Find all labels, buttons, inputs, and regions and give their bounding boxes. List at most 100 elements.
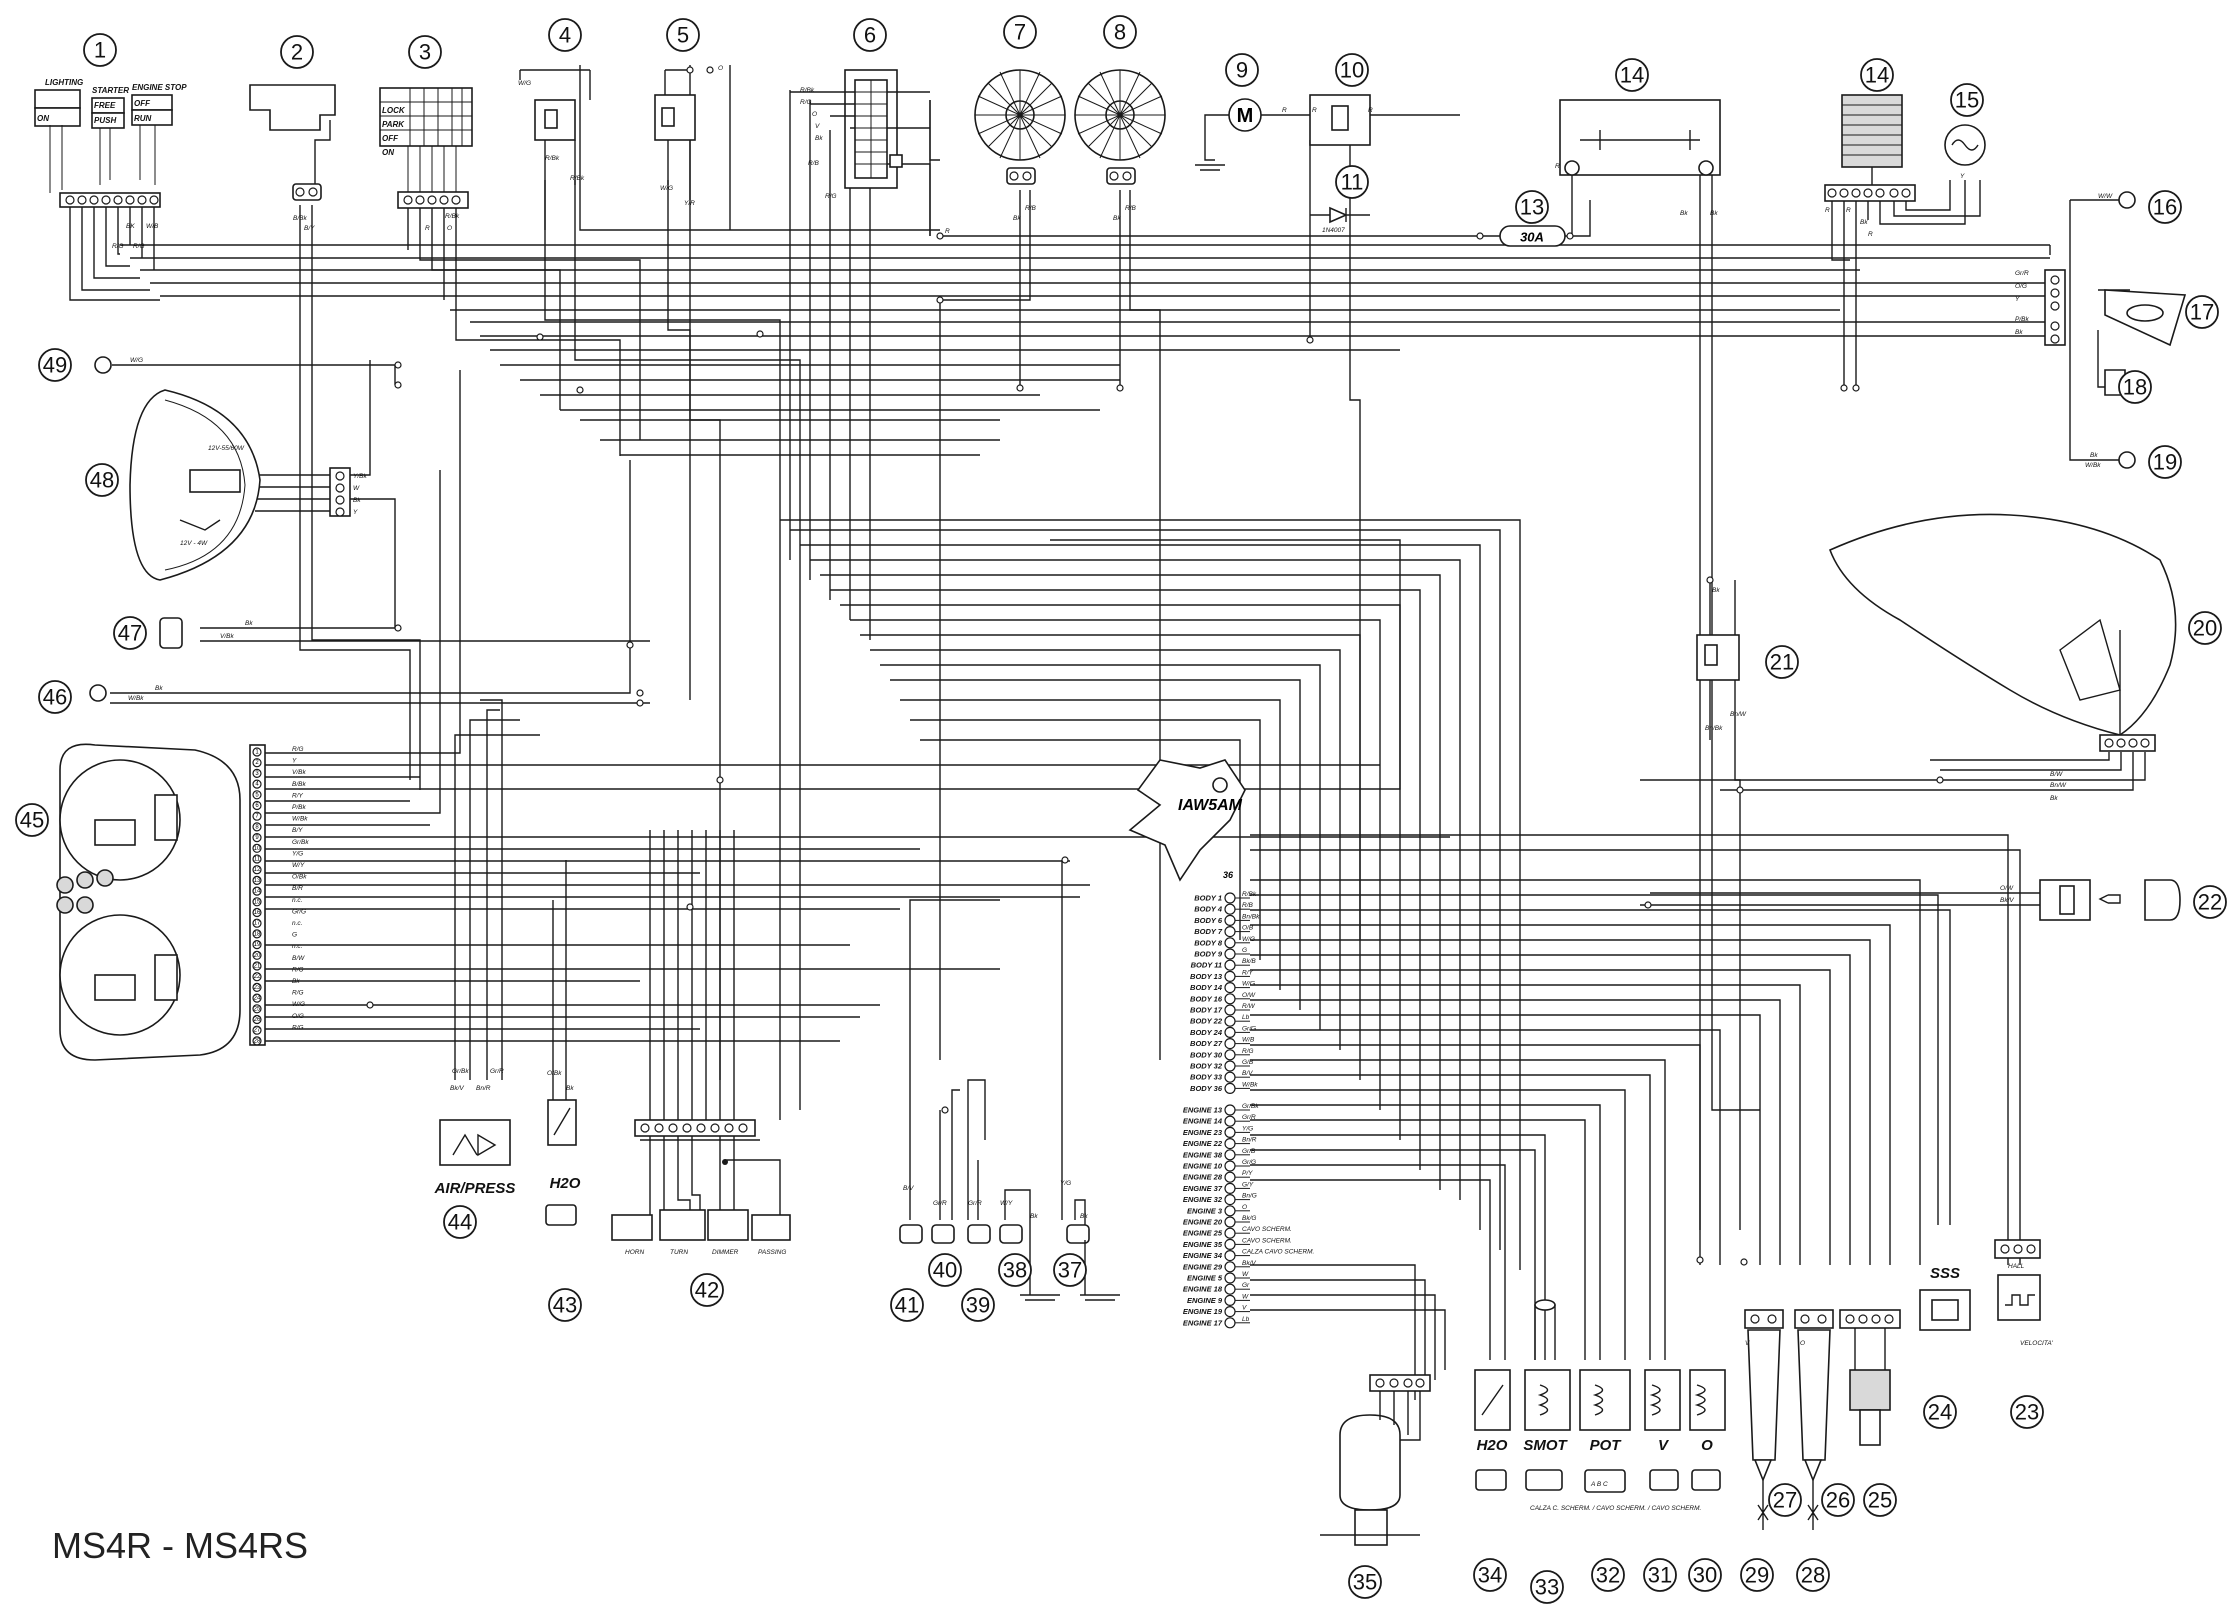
wire-code: Bk — [566, 1085, 574, 1092]
dashboard-pin-number: 21 — [254, 964, 261, 970]
callout-circle — [2185, 295, 2219, 329]
callout-23: 23 — [2010, 1395, 2044, 1429]
ecu-pin — [1224, 925, 1236, 938]
callout-25: 25 — [1863, 1483, 1897, 1517]
model-title: MS4R - MS4RS — [52, 1525, 309, 1566]
ecu-pin-label: BODY 27 — [1190, 1039, 1223, 1048]
callout-42: 42 — [690, 1273, 724, 1307]
callout-1: 1 — [83, 33, 117, 67]
ecu-pin-label: BODY 33 — [1190, 1073, 1223, 1082]
callout-number: 1 — [94, 38, 106, 63]
wire-code: W/B — [146, 223, 159, 230]
wire-code: W/Bk — [2085, 462, 2101, 469]
callout-number: 3 — [419, 40, 431, 65]
wire-code: V/Bk — [220, 633, 234, 640]
dashboard-pin — [252, 875, 262, 886]
ecu-pin-label: ENGINE 29 — [1183, 1262, 1223, 1271]
ecu-pin-label: ENGINE 34 — [1183, 1251, 1223, 1260]
ecu-pin — [1224, 1137, 1236, 1150]
cooling-fan-8 — [1074, 69, 1166, 185]
ecu-pin — [1224, 1182, 1236, 1195]
junction-dots — [366, 232, 1944, 1266]
ecu-pin-wire-code: R/Bk — [1242, 891, 1257, 898]
ecu-pin-label: ENGINE 37 — [1183, 1184, 1223, 1193]
wire-code: W/Y — [1000, 1200, 1013, 1207]
ecu-pin-label: BODY 17 — [1190, 1006, 1223, 1015]
lambda-sensor — [1839, 1309, 1901, 1446]
horizontal-injector-30 — [1689, 1369, 1726, 1491]
vertical-injector-31 — [1644, 1369, 1681, 1491]
ecu-pin-wire-code: V — [1242, 1305, 1247, 1312]
fuse-box-6 — [790, 69, 931, 236]
ecu-pin-wire-code: G/B — [1242, 1059, 1254, 1066]
ecu-pin — [1224, 981, 1236, 994]
callout-number: 30 — [1693, 1563, 1717, 1588]
switch42-turn: TURN — [670, 1249, 688, 1256]
ecu-pin — [1224, 1216, 1236, 1228]
dashboard-pin-number: 14 — [254, 889, 261, 895]
dashboard-pin-number: 26 — [254, 1017, 261, 1023]
callout-number: 22 — [2198, 890, 2222, 915]
ecu-pin-wire-code: O — [1242, 1204, 1247, 1211]
ecu-pin — [1224, 970, 1236, 983]
callout-24: 24 — [1923, 1395, 1957, 1429]
callout-14: 14 — [1860, 58, 1894, 92]
dashboard-pin-number: 18 — [254, 931, 261, 937]
wire-code: R/G — [112, 243, 124, 250]
throttle-position-sensor-32: A B C — [1579, 1369, 1631, 1493]
wire-code: R/G — [800, 99, 812, 106]
dashboard-pin-number: 27 — [254, 1028, 261, 1034]
callout-circle — [548, 18, 582, 52]
wire-code: R/G — [133, 243, 145, 250]
dashboard-pin-number: 1 — [255, 750, 259, 756]
ecu-pin-wire-code: W — [1242, 1293, 1249, 1300]
label-smot-cable: CALZA C. SCHERM. / CAVO SCHERM. / CAVO S… — [1530, 1505, 1702, 1512]
callout-number: 7 — [1014, 20, 1026, 45]
ecu-pin-label: BODY 30 — [1190, 1050, 1223, 1059]
callout-number: 38 — [1003, 1258, 1027, 1283]
ecu-pin-label: ENGINE 22 — [1183, 1139, 1223, 1148]
ecu-pin — [1224, 1171, 1236, 1183]
fuse-rating: 30A — [1520, 230, 1544, 245]
wire-code: Y/R — [684, 200, 695, 207]
starter-motor: M — [1195, 98, 1262, 171]
ecu-pin-label: BODY 36 — [1190, 1084, 1223, 1093]
callout-circle — [1688, 1558, 1722, 1592]
callout-circle — [1765, 645, 1799, 679]
ecu-pin — [1224, 892, 1236, 904]
switch1-header-starter: STARTER — [92, 86, 129, 95]
callout-30: 30 — [1688, 1558, 1722, 1592]
dashboard-pin-number: 24 — [254, 996, 261, 1002]
ecu-pin — [1224, 1272, 1236, 1284]
callout-circle — [1530, 1570, 1564, 1604]
dashboard-pin-number: 3 — [255, 771, 259, 777]
callout-circle — [1591, 1558, 1625, 1592]
switch42-dimmer: DIMMER — [712, 1249, 739, 1256]
dashboard-wire-code: B/R — [292, 885, 303, 892]
callout-46: 46 — [38, 680, 72, 714]
callout-circle — [548, 1288, 582, 1322]
callout-number: 15 — [1955, 88, 1979, 113]
dashboard-pin-number: 16 — [254, 910, 261, 916]
dashboard-pin-number: 6 — [255, 803, 259, 809]
ecu-pin-wire-code: R/G — [1242, 1048, 1254, 1055]
starter-relay — [1290, 94, 1402, 146]
callout-number: 4 — [559, 23, 571, 48]
wire-code: Bk — [155, 685, 163, 692]
wire-code: R — [1555, 163, 1560, 170]
ecu-pin — [1224, 959, 1236, 971]
callout-circle — [408, 35, 442, 69]
callout-2: 2 — [280, 35, 314, 69]
callout-6: 6 — [853, 18, 887, 52]
ecu-pin — [1224, 1104, 1236, 1116]
callout-number: 21 — [1770, 650, 1794, 675]
ecu-pin-wire-code: G — [1242, 947, 1247, 954]
callout-number: 39 — [966, 1293, 990, 1318]
callout-circle — [998, 1253, 1032, 1287]
dashboard-pin — [252, 939, 262, 950]
ecu-pin-label: BODY 7 — [1194, 927, 1223, 936]
wire-code: Bk/V — [2000, 897, 2014, 904]
wire-code: W/G — [518, 80, 531, 87]
callout-49: 49 — [38, 348, 72, 382]
